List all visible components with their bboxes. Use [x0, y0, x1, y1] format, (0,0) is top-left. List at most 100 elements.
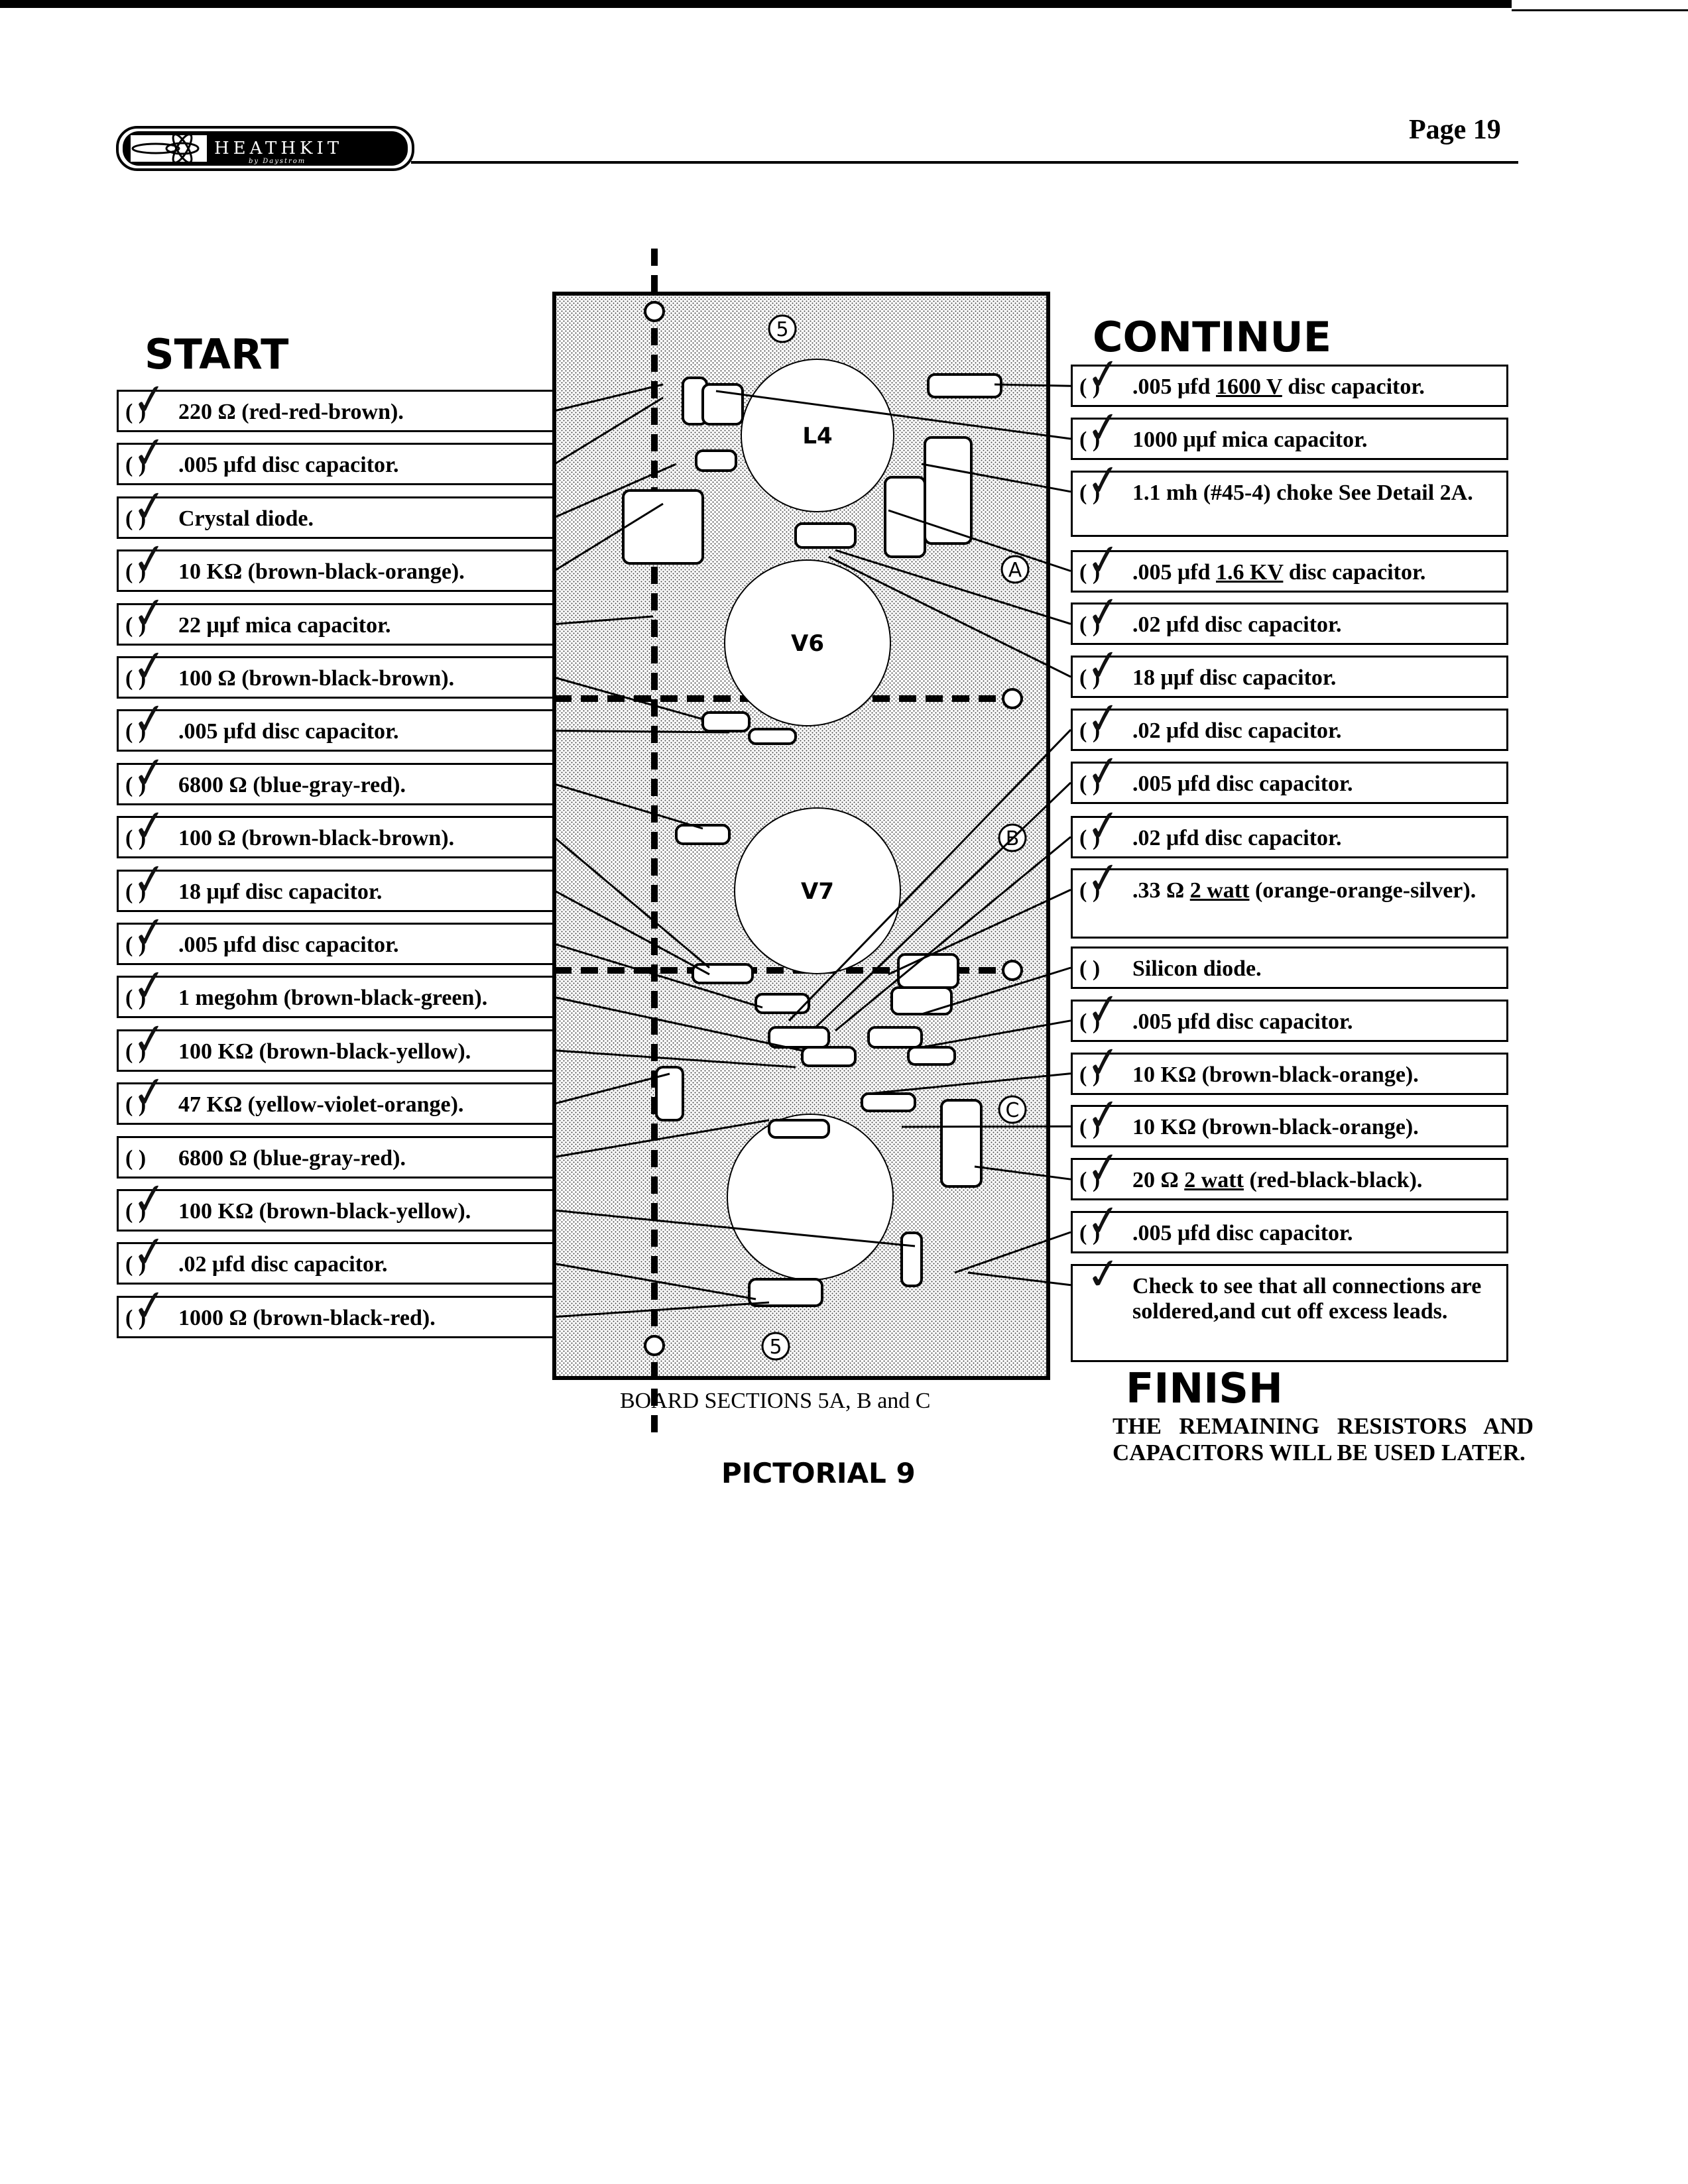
step-item[interactable]: ( )✓.005 μfd disc capacitor. [1071, 745, 1508, 804]
step-item[interactable]: ( ) 6800 Ω (blue-gray-red). [117, 1135, 554, 1178]
checkmark-icon: ✓ [1083, 745, 1125, 799]
step-text: 1 megohm (brown-black-green). [178, 986, 488, 1011]
step-item[interactable]: ( )✓ .005 μfd disc capacitor. [1071, 983, 1508, 1042]
checkmark-icon: ✓ [129, 906, 171, 960]
step-text: 100 Ω (brown-black-brown). [178, 666, 455, 691]
checkmark-icon: ✓ [1083, 586, 1125, 640]
component [701, 383, 744, 426]
tube-socket [734, 807, 901, 974]
component [768, 1026, 830, 1049]
step-checkbox[interactable]: ( )✓ [125, 1013, 171, 1067]
step-checkbox[interactable]: ( )✓ [1079, 348, 1125, 402]
step-checkbox[interactable]: ( )✓ [125, 693, 171, 747]
step-item[interactable]: ( )✓20 Ω 2 watt (red-black-black). [1071, 1141, 1508, 1201]
step-item[interactable]: ( )✓.005 μfd disc capacitor. [117, 693, 554, 752]
step-item[interactable]: ( )✓ 100 Ω (brown-black-brown). [117, 640, 554, 699]
step-checkbox[interactable]: ( )✓ [125, 853, 171, 907]
step-checkbox[interactable]: ( ) [125, 1145, 147, 1171]
step-checkbox[interactable]: ( ) [1079, 956, 1101, 981]
svg-text:HEATHKIT: HEATHKIT [214, 139, 343, 158]
step-text: .005 μfd disc capacitor. [1132, 1009, 1353, 1034]
checkmark-icon: ✓ [1083, 852, 1125, 906]
checkmark-icon: ✓ [129, 853, 171, 907]
step-checkbox[interactable]: ( )✓ [125, 960, 171, 1013]
step-item[interactable]: ( )✓.02 μfd disc capacitor. [1071, 692, 1508, 751]
step-checkbox[interactable]: ( )✓ [125, 1173, 171, 1227]
step-item[interactable]: ( )✓ 22 μμf mica capacitor. [117, 587, 554, 646]
svg-text:by Daystrom: by Daystrom [249, 158, 306, 165]
step-item[interactable]: ( )✓10 KΩ (brown-black-orange). [1071, 1089, 1508, 1148]
step-item[interactable]: ( )✓ Crystal diode. [117, 480, 554, 539]
step-item[interactable]: ( )✓ 1000 μμf mica capacitor. [1071, 401, 1508, 460]
step-item[interactable]: ( )✓.02 μfd disc capacitor. [1071, 586, 1508, 646]
step-item[interactable]: ( )✓100 Ω (brown-black-brown). [117, 799, 554, 859]
step-checkbox[interactable]: ( )✓ [1079, 586, 1125, 640]
step-text: .33 Ω 2 watt (orange-orange-silver). [1132, 878, 1477, 903]
step-checkbox[interactable]: ( )✓ [1079, 692, 1125, 746]
step-item[interactable]: ( )✓1000 Ω (brown-black-red). [117, 1279, 554, 1338]
step-checkbox[interactable]: ( )✓ [1079, 534, 1125, 587]
step-item[interactable]: ( )✓100 KΩ (brown-black-yellow). [117, 1173, 554, 1232]
step-item[interactable]: ( )✓.005 μfd disc capacitor. [117, 427, 554, 486]
step-checkbox[interactable]: ( )✓ [1079, 1036, 1125, 1090]
step-item[interactable]: ( )✓1.1 mh (#45-4) choke See Detail 2A. [1071, 454, 1508, 537]
page-number: Page 19 [1409, 115, 1501, 145]
step-checkbox[interactable]: ( )✓ [1079, 639, 1125, 693]
step-checkbox[interactable]: ( )✓ [125, 480, 171, 534]
step-checkbox[interactable]: ( )✓ [1079, 1141, 1125, 1196]
step-item[interactable]: ( )✓.005 μfd disc capacitor. [1071, 1194, 1508, 1253]
step-checkbox[interactable]: ( )✓ [125, 799, 171, 854]
step-item[interactable]: ( )✓18 μμf disc capacitor. [117, 853, 554, 912]
tube-label: V6 [791, 630, 824, 657]
checkmark-icon: ✓ [1083, 534, 1125, 587]
step-item[interactable]: ( )✓ 1 megohm (brown-black-green). [117, 960, 554, 1019]
step-checkbox[interactable]: ( )✓ [1079, 1194, 1125, 1249]
checkmark-icon: ✓ [1083, 454, 1125, 508]
step-text: 22 μμf mica capacitor. [178, 612, 391, 638]
step-checkbox[interactable]: ( )✓ [125, 906, 171, 960]
step-checkbox[interactable]: ( )✓ [1079, 401, 1125, 455]
step-item[interactable]: ( )✓.02 μfd disc capacitor. [1071, 799, 1508, 858]
step-text: .02 μfd disc capacitor. [178, 1252, 388, 1277]
component [754, 993, 810, 1014]
step-item[interactable]: ( )✓ .02 μfd disc capacitor. [117, 1226, 554, 1285]
step-item[interactable]: ( )✓.005 μfd 1.6 KV disc capacitor. [1071, 534, 1508, 593]
step-item[interactable]: ( )✓100 KΩ (brown-black-yellow). [117, 1013, 554, 1072]
step-checkbox[interactable]: ( )✓ [125, 587, 171, 640]
step-checkbox[interactable]: ( )✓ [125, 1066, 171, 1120]
step-checkbox[interactable]: ( )✓ [1079, 799, 1125, 853]
step-text: 1000 μμf mica capacitor. [1132, 428, 1368, 452]
checkmark-icon: ✓ [1083, 639, 1125, 693]
step-checkbox[interactable]: ( )✓ [125, 373, 171, 428]
step-item[interactable]: ✓Check to see that all connections are s… [1071, 1247, 1508, 1362]
step-item[interactable]: ( )✓6800 Ω (blue-gray-red). [117, 746, 554, 805]
step-text: 18 μμf disc capacitor. [1132, 665, 1337, 691]
step-checkbox[interactable]: ( )✓ [1079, 1089, 1125, 1143]
step-checkbox[interactable]: ( )✓ [125, 427, 171, 481]
step-text: 6800 Ω (blue-gray-red). [178, 1145, 406, 1171]
step-checkbox[interactable]: ( )✓ [125, 640, 171, 694]
step-checkbox[interactable]: ( )✓ [1079, 745, 1125, 799]
step-item[interactable]: ( )✓ 47 KΩ (yellow-violet-orange). [117, 1066, 554, 1125]
step-checkbox[interactable]: ( )✓ [1079, 454, 1125, 508]
step-checkbox[interactable]: ( )✓ [125, 1279, 171, 1334]
step-item[interactable]: ( )✓10 KΩ (brown-black-orange). [1071, 1036, 1508, 1095]
step-item[interactable]: ( )✓ .33 Ω 2 watt (orange-orange-silver). [1071, 852, 1508, 939]
step-checkbox[interactable]: ( )✓ [125, 746, 171, 801]
component [701, 711, 751, 732]
step-item[interactable]: ( )✓220 Ω (red-red-brown). [117, 373, 554, 432]
step-item[interactable]: ( )✓.005 μfd 1600 V disc capacitor. [1071, 348, 1508, 408]
step-item[interactable]: ( )Silicon diode. [1071, 947, 1508, 989]
finish-note: THE REMAINING RESISTORS AND CAPACITORS W… [1113, 1413, 1534, 1466]
step-item[interactable]: ( )✓.005 μfd disc capacitor. [117, 906, 554, 965]
step-text: Crystal diode. [178, 506, 314, 531]
step-checkbox[interactable]: ( )✓ [125, 533, 171, 587]
step-item[interactable]: ( )✓ 18 μμf disc capacitor. [1071, 639, 1508, 699]
step-checkbox[interactable]: ( )✓ [1079, 983, 1125, 1037]
step-item[interactable]: ( )✓10 KΩ (brown-black-orange). [117, 533, 554, 593]
step-text: 47 KΩ (yellow-violet-orange). [178, 1092, 464, 1118]
checkmark-icon: ✓ [129, 1066, 171, 1120]
component [695, 449, 737, 472]
step-checkbox[interactable]: ( )✓ [125, 1226, 171, 1280]
step-checkbox[interactable]: ( )✓ [1079, 852, 1125, 906]
